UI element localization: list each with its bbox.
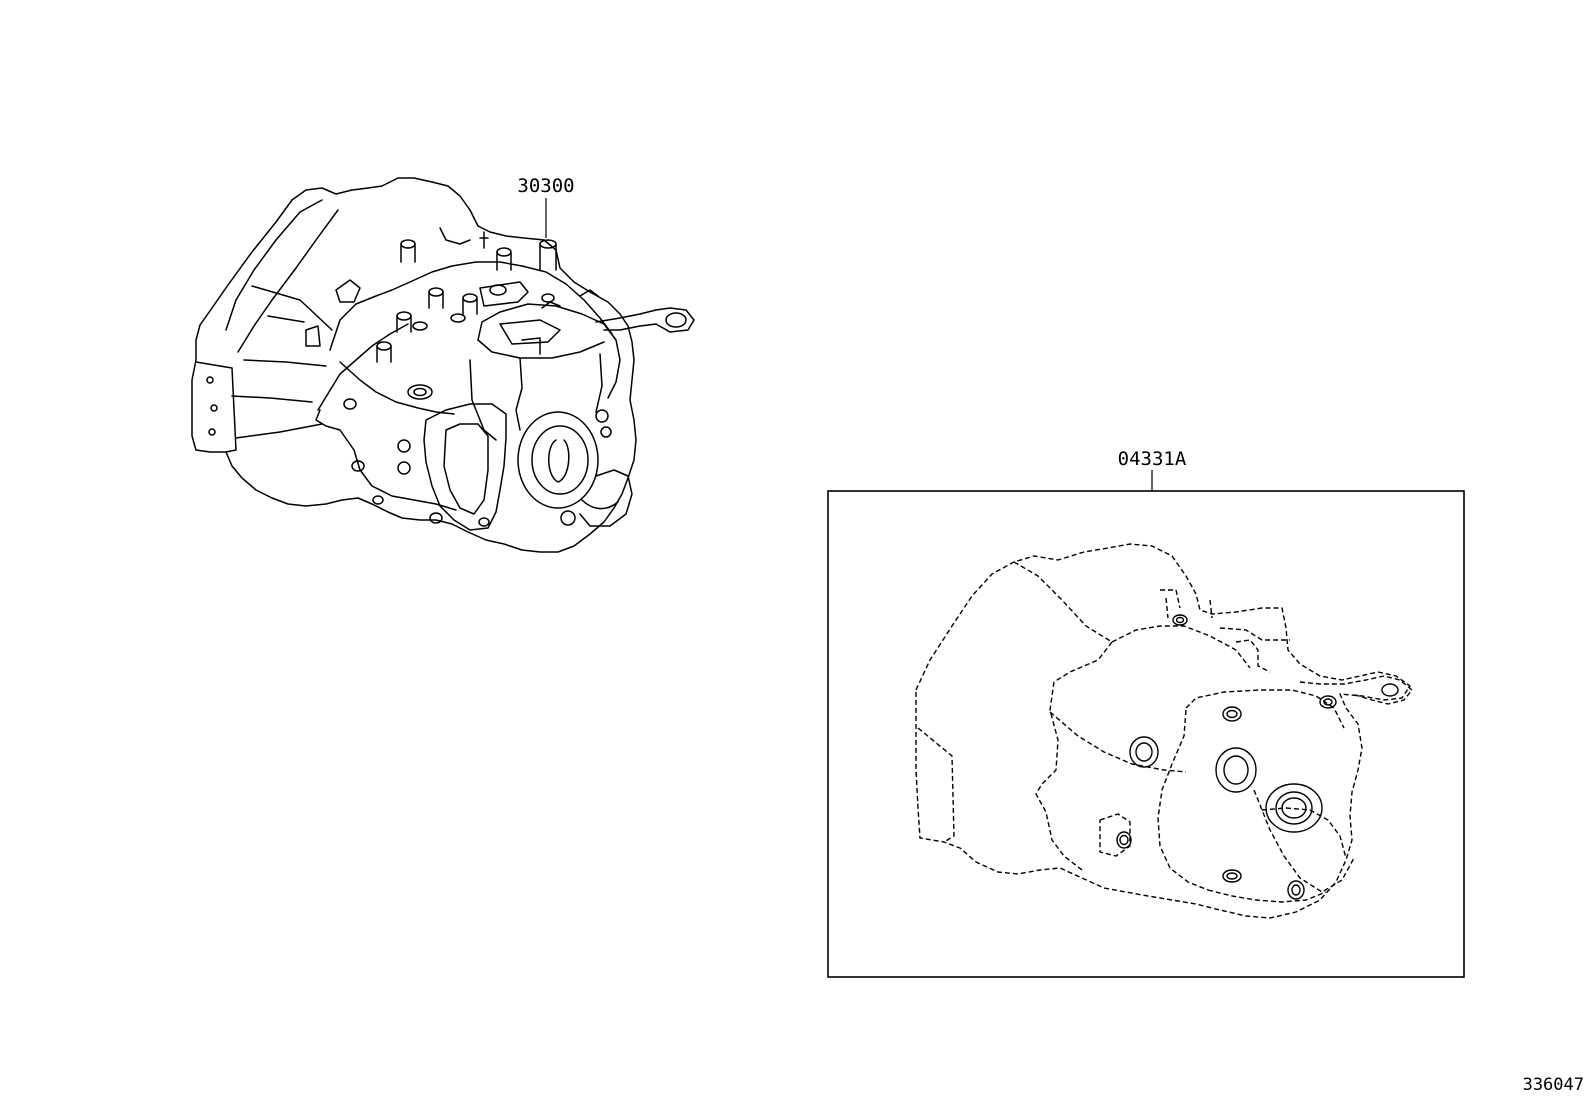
diagram-id: 336047 [1523,1075,1584,1095]
gasket-kit-frame [827,490,1465,978]
gasket-kit-illustration [915,543,1413,919]
part-number-04331a[interactable]: 04331A [1118,448,1187,470]
gasket-kit-seals [1116,614,1399,900]
transaxle-assembly-illustration [191,177,695,553]
part-number-30300[interactable]: 30300 [517,175,574,197]
